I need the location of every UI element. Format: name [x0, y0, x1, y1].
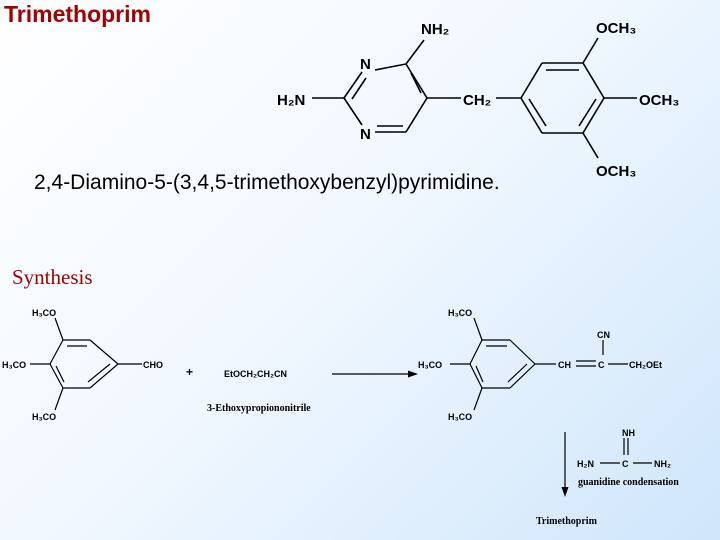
- reagent: EtOCH₂CH₂CN 3-Ethoxypropiononitrile: [207, 369, 311, 414]
- intermediate-ch: CH: [558, 360, 571, 370]
- ch2-label: CH₂: [463, 92, 491, 109]
- n-upper-label: N: [360, 56, 371, 73]
- reactant-h3co-bottom: H₃CO: [32, 412, 56, 422]
- och3-right-label: OCH₃: [639, 92, 679, 109]
- reagent-formula: EtOCH₂CH₂CN: [224, 369, 287, 379]
- intermediate-structure: H₃CO H₃CO H₃CO CH C CN CH₂OEt: [418, 308, 662, 422]
- guanidine-reagent: NH H₂N C NH₂ guanidine condensation: [577, 428, 679, 488]
- reactant-h3co-top: H₃CO: [32, 308, 56, 318]
- intermediate-h3co-bottom: H₃CO: [448, 412, 472, 422]
- iupac-name: 2,4-Diamino-5-(3,4,5-trimethoxybenzyl)py…: [34, 171, 500, 194]
- n-lower-label: N: [360, 126, 371, 143]
- guanidine-c: C: [622, 459, 629, 469]
- reactant-aldehyde: H₃CO H₃CO H₃CO CHO: [2, 308, 163, 422]
- reagent-name: 3-Ethoxypropiononitrile: [207, 403, 311, 414]
- h2n-label: H₂N: [277, 92, 305, 109]
- reaction-arrow-2: [561, 432, 569, 497]
- guanidine-h2n: H₂N: [577, 459, 594, 469]
- guanidine-nh: NH: [622, 428, 635, 438]
- och3-top-label: OCH₃: [596, 20, 636, 37]
- page-title: Trimethoprim: [4, 1, 151, 27]
- intermediate-cn: CN: [597, 330, 610, 340]
- intermediate-ch2oet: CH₂OEt: [629, 360, 662, 370]
- reactant-h3co-left: H₃CO: [2, 360, 26, 370]
- guanidine-label: guanidine condensation: [578, 477, 679, 488]
- synthesis-heading: Synthesis: [12, 265, 93, 289]
- reaction-arrow-1: [332, 370, 418, 378]
- intermediate-h3co-top: H₃CO: [448, 308, 472, 318]
- plus-sign: +: [186, 365, 193, 379]
- pyrimidine-ring: [312, 39, 521, 133]
- reactant-cho: CHO: [143, 360, 163, 370]
- trimethoprim-structure: NH₂ N H₂N N CH₂ OCH₃ OCH₃ OCH₃: [277, 20, 679, 180]
- intermediate-c: C: [598, 360, 605, 370]
- nh2-label: NH₂: [421, 21, 449, 38]
- guanidine-nh2: NH₂: [654, 459, 671, 469]
- och3-bottom-label: OCH₃: [596, 163, 636, 180]
- trimethoxyphenyl-ring: [520, 37, 637, 159]
- intermediate-h3co-left: H₃CO: [418, 360, 442, 370]
- product-label: Trimethoprim: [536, 516, 598, 527]
